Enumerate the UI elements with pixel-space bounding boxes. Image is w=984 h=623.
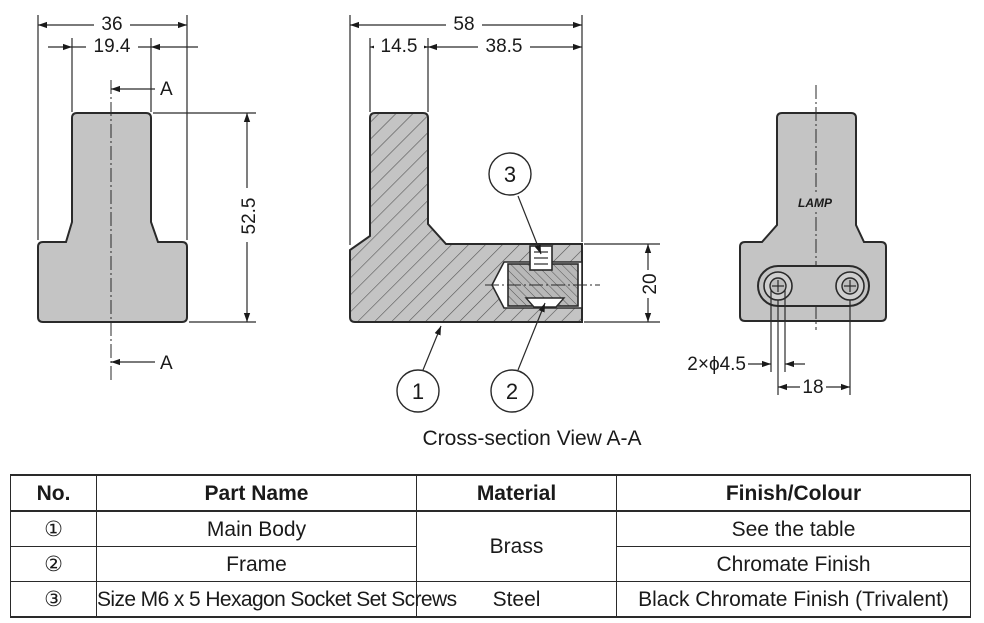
lamp-logo: LAMP — [798, 196, 833, 210]
frame-slot — [524, 297, 566, 308]
label-bg — [446, 12, 482, 32]
cell-part-name: Size M6 x 5 Hexagon Socket Set Screws — [96, 581, 457, 618]
label-bg — [478, 36, 530, 56]
header-material: Material — [416, 474, 617, 512]
header-part-name: Part Name — [96, 474, 417, 512]
dim-length-label: 58 — [453, 14, 474, 35]
header-finish: Finish/Colour — [616, 474, 971, 512]
label-bg — [236, 188, 258, 242]
cell-no: ① — [10, 510, 97, 547]
logo-bg — [787, 195, 843, 209]
label-bg — [637, 270, 659, 298]
table-row: ② Frame Chromate Finish — [10, 546, 971, 582]
table-row: ③ Size M6 x 5 Hexagon Socket Set Screws … — [10, 581, 971, 618]
section-caption: Cross-section View A-A — [422, 427, 641, 450]
section-view: 58 14.5 38.5 20 3 1 2 Cross-section View… — [349, 12, 661, 450]
dim-upright-label: 14.5 — [381, 36, 418, 57]
cell-finish: Black Chromate Finish (Trivalent) — [616, 581, 971, 618]
callout-3-circle — [488, 152, 532, 196]
cell-part-name: Main Body — [96, 510, 417, 547]
callout-3-leader — [517, 195, 542, 255]
callout-1-leader — [422, 325, 442, 371]
cell-finish: Chromate Finish — [616, 546, 971, 582]
mounting-hole-left — [763, 271, 793, 301]
dim-half-width-label: 19.4 — [94, 36, 131, 57]
callout-1-label: 1 — [412, 379, 424, 404]
dim-section-height-label: 20 — [640, 273, 661, 294]
cell-part-name: Frame — [96, 546, 417, 582]
label-bg — [86, 36, 138, 56]
cell-finish: See the table — [616, 510, 971, 547]
table-header-row: No. Part Name Material Finish/Colour — [10, 474, 971, 512]
header-no: No. — [10, 474, 97, 512]
section-mark-bottom-label: A — [160, 353, 173, 374]
dim-offset-label: 38.5 — [486, 36, 523, 57]
dim-pitch-label: 18 — [802, 377, 823, 398]
cell-no: ③ — [10, 581, 97, 618]
table-row: ① Main Body Brass See the table — [10, 510, 971, 582]
callout-2-leader — [517, 302, 546, 371]
front-view-body — [37, 112, 188, 323]
dim-holes-label: 2×ϕ4.5 — [687, 354, 746, 375]
side-view: LAMP 2×ϕ4.5 18 — [687, 85, 887, 398]
label-bg — [800, 377, 826, 397]
callout-1-circle — [396, 369, 440, 413]
parts-table: No. Part Name Material Finish/Colour ① M… — [10, 474, 971, 618]
callout-2-circle — [490, 369, 534, 413]
mounting-hole-right — [835, 271, 865, 301]
callout-3-label: 3 — [504, 162, 516, 187]
label-bg — [374, 36, 424, 56]
front-view: 36 19.4 52.5 A A — [37, 12, 260, 380]
cell-no: ② — [10, 546, 97, 582]
technical-drawing: 36 19.4 52.5 A A — [37, 12, 887, 450]
cell-material: Brass — [416, 510, 617, 582]
section-mark-top-label: A — [160, 79, 173, 100]
dim-width-label: 36 — [101, 14, 122, 35]
cell-material: Steel — [416, 581, 617, 618]
dim-height-label: 52.5 — [239, 198, 260, 235]
callout-2-label: 2 — [506, 379, 518, 404]
label-bg — [94, 12, 130, 32]
